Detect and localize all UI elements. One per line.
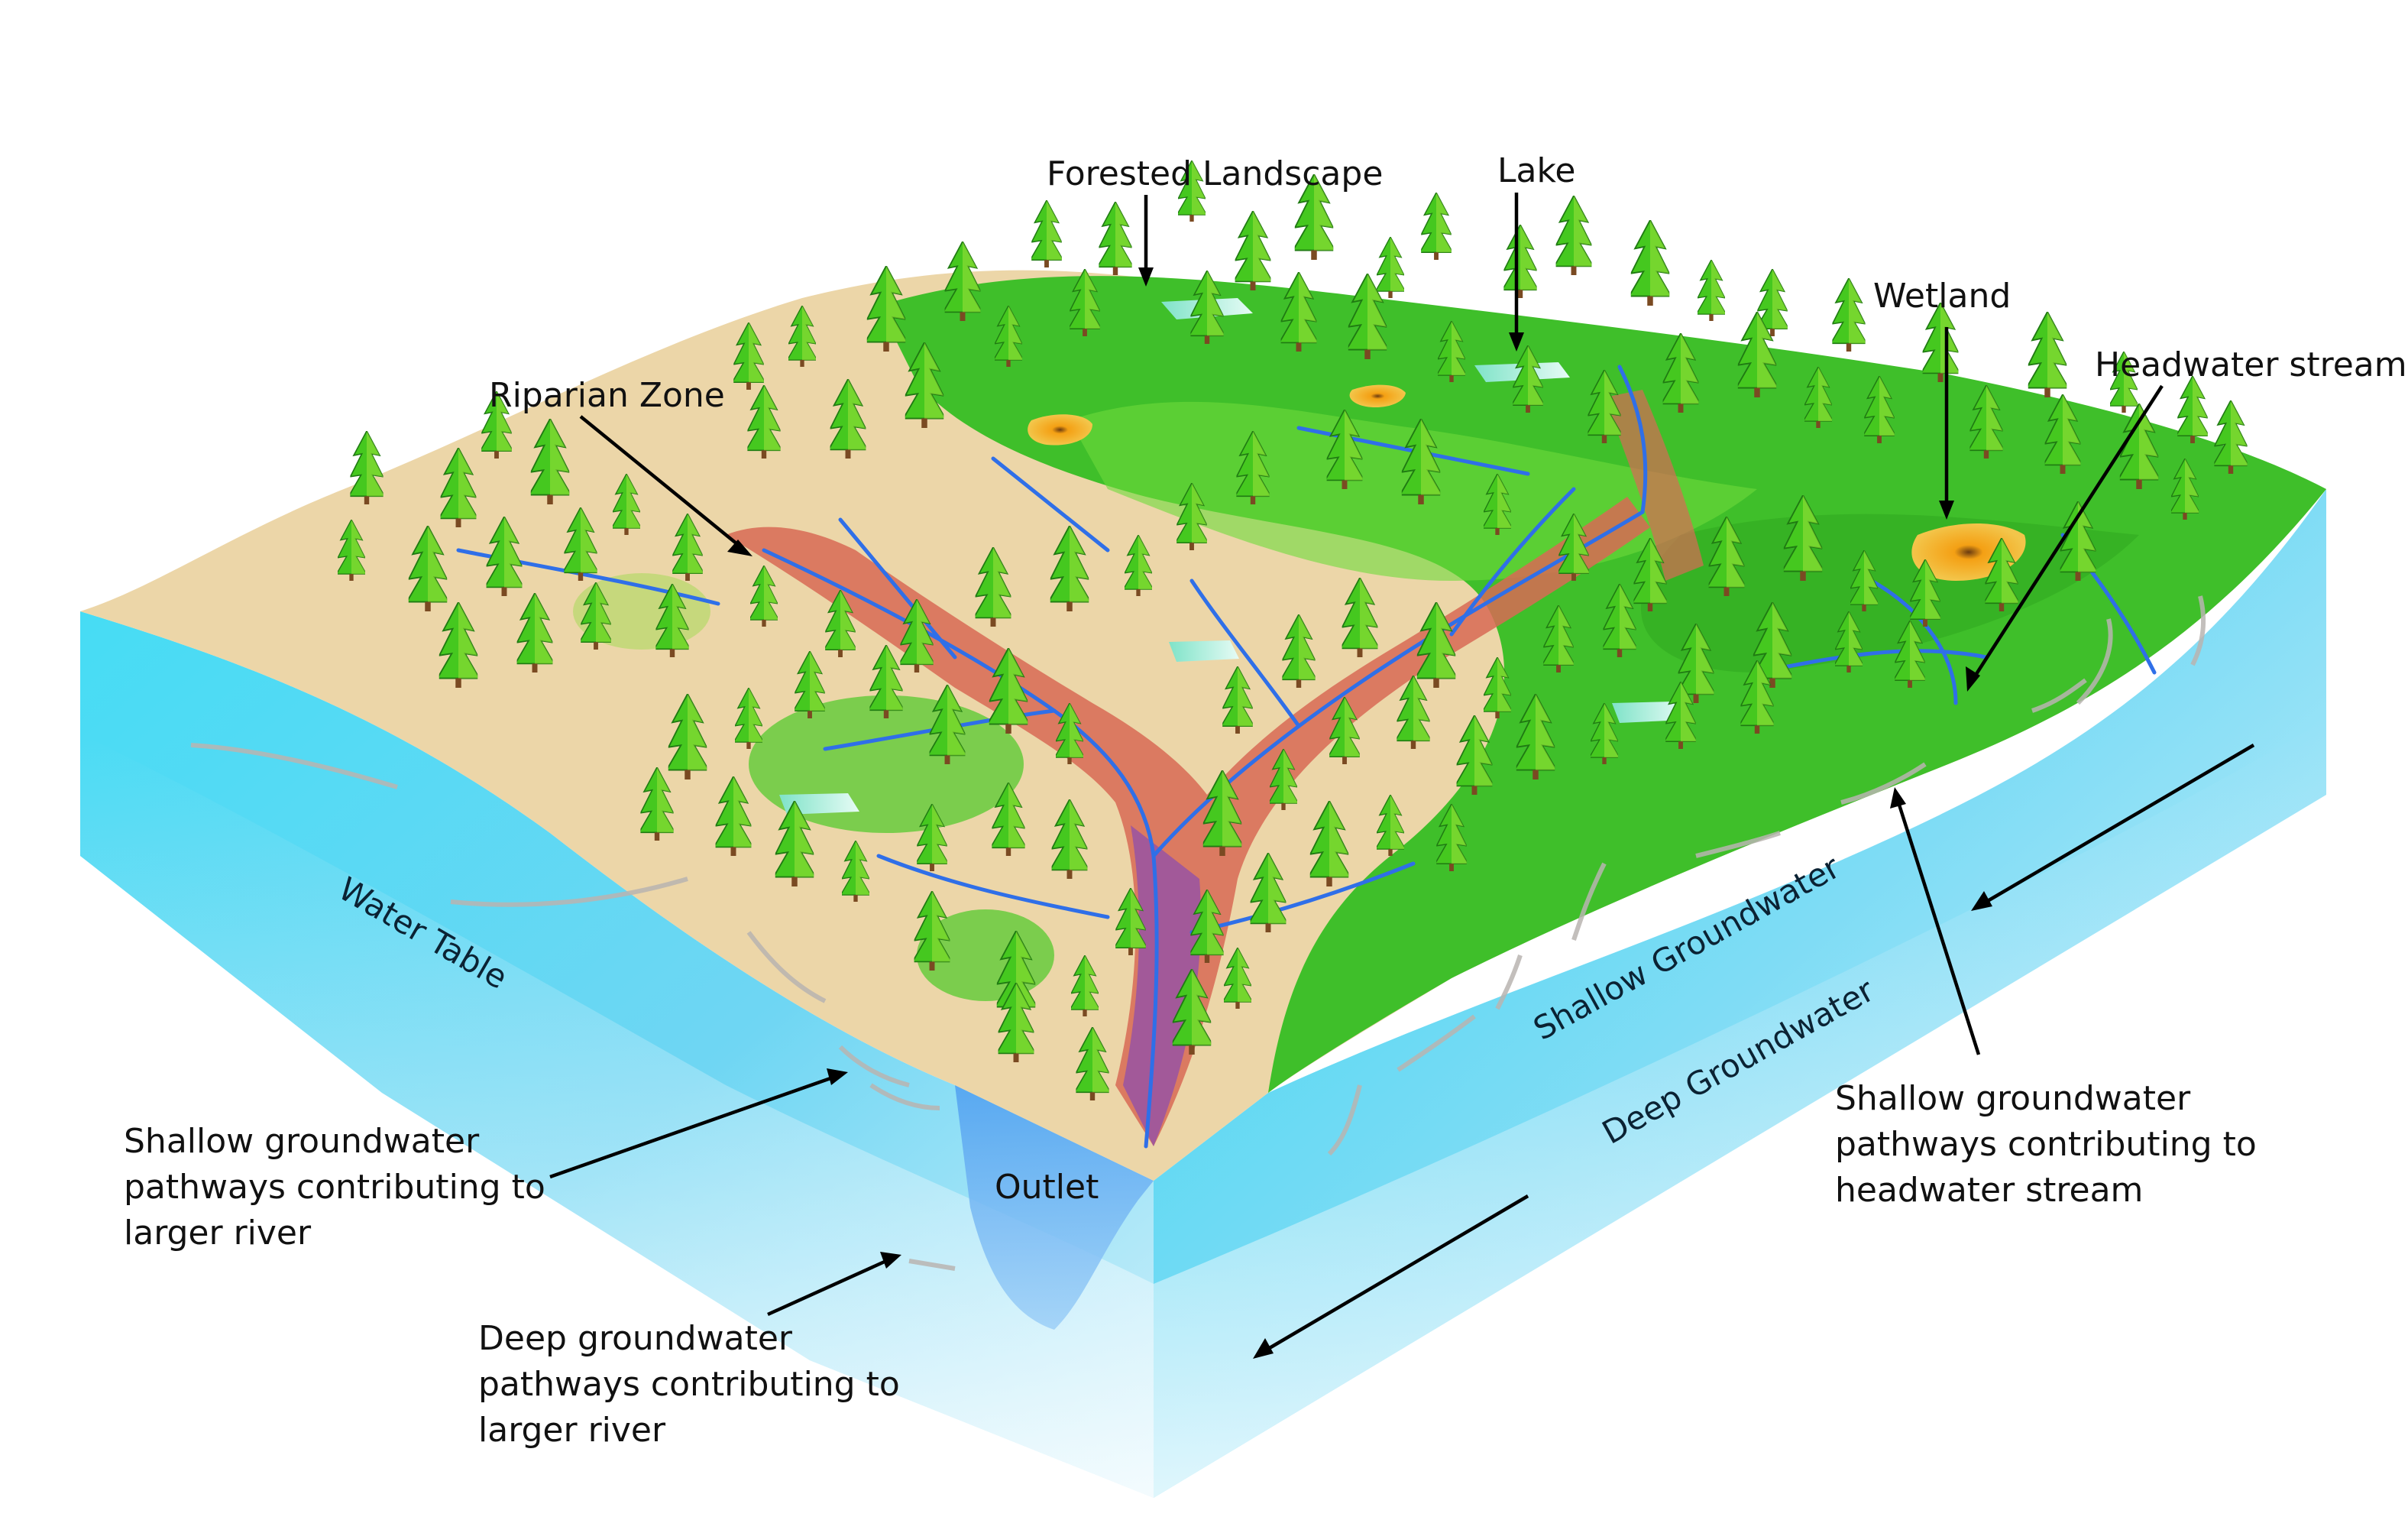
wetland-small-1 xyxy=(1028,414,1092,446)
label-forested-landscape: Forested Landscape xyxy=(1047,154,1383,193)
outlet-channel xyxy=(955,1085,1154,1330)
arrow-shallow-headwater xyxy=(1896,802,1981,1055)
label-outlet: Outlet xyxy=(995,1168,1099,1207)
block-left-face xyxy=(80,611,1154,1498)
tree-icon xyxy=(2028,312,2067,397)
tree-icon xyxy=(1377,237,1404,298)
lake-right xyxy=(1612,702,1685,723)
headwater-stream-line xyxy=(1617,365,1648,514)
groundwater-flow-arrows xyxy=(190,595,2206,1271)
label-lake: Lake xyxy=(1497,151,1575,190)
arrow-deep-larger-river xyxy=(767,1259,887,1317)
arrow-riparian-zone xyxy=(579,415,739,546)
wetland-small-2 xyxy=(1349,384,1406,408)
landscape-top-surface xyxy=(80,270,2326,1181)
pointer-arrows xyxy=(549,193,2255,1359)
label-wetland: Wetland xyxy=(1873,277,2011,316)
tree-icon xyxy=(1031,200,1062,267)
tree-icon xyxy=(350,431,384,504)
wetlands xyxy=(1028,384,2026,581)
arrow-flow-lower-right xyxy=(1267,1194,1529,1350)
label-riparian-zone: Riparian Zone xyxy=(489,376,725,415)
callout-shallow-larger-river: Shallow groundwater pathways contributin… xyxy=(124,1122,556,1253)
arrow-headwater-stream xyxy=(1973,384,2164,678)
arrow-flow-upper-right xyxy=(1985,744,2255,903)
tree-icon xyxy=(2214,400,2248,474)
arrow-shallow-larger-river xyxy=(549,1075,833,1179)
lake-center xyxy=(1169,640,1239,662)
tree-icon xyxy=(1630,220,1670,306)
tree-icon xyxy=(1832,278,1866,352)
callout-deep-larger-river: Deep groundwater pathways contributing t… xyxy=(478,1319,911,1450)
callout-shallow-headwater: Shallow groundwater pathways contributin… xyxy=(1835,1079,2267,1210)
tree-icon xyxy=(1698,260,1725,321)
tree-icon xyxy=(1555,196,1592,275)
lakes xyxy=(779,298,1685,815)
tree-icon xyxy=(1421,193,1452,260)
label-headwater-stream: Headwater stream xyxy=(2095,345,2407,384)
tree-icon xyxy=(1099,202,1132,275)
tree-icon xyxy=(2177,376,2208,443)
tree-icon xyxy=(1235,211,1271,290)
tree-icon xyxy=(1503,225,1537,298)
